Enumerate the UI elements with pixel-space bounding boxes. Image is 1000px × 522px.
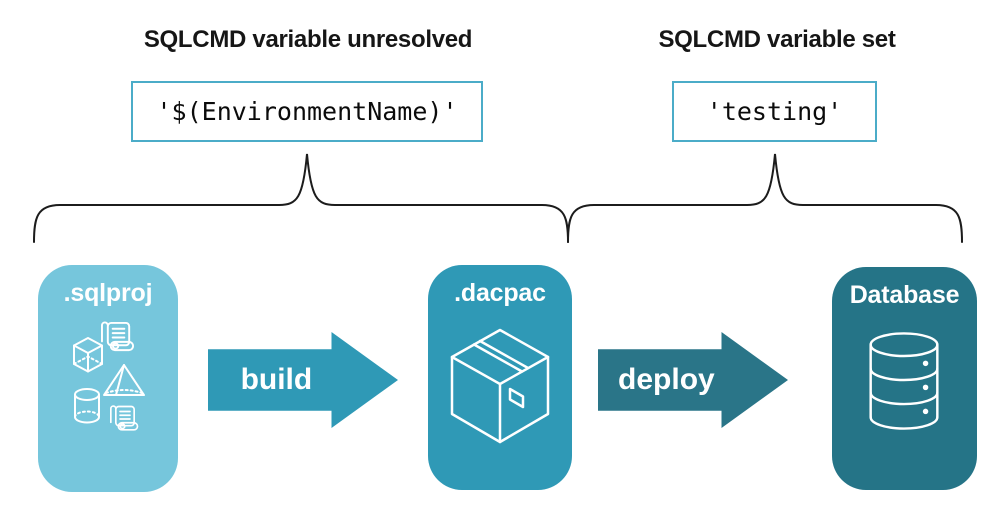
build-arrow: build — [208, 332, 398, 428]
scroll-icon — [101, 320, 136, 355]
sqlproj-card-label: .sqlproj — [63, 279, 153, 307]
package-icon — [448, 327, 552, 445]
code-box-testing-value: 'testing' — [672, 81, 877, 142]
dacpac-card: .dacpac — [428, 265, 572, 490]
brace-right-icon — [567, 153, 963, 243]
heading-sqlcmd-set: SQLCMD variable set — [658, 26, 896, 53]
scroll-icon — [110, 404, 140, 434]
sqlproj-card: .sqlproj — [38, 265, 178, 492]
cube-icon — [67, 335, 109, 377]
build-arrow-label: build — [240, 363, 313, 396]
code-environment-variable: '$(EnvironmentName)' — [156, 97, 458, 126]
deploy-arrow: deploy — [598, 332, 788, 428]
cylinder-icon — [72, 387, 102, 425]
database-icon — [866, 331, 942, 431]
brace-left-icon — [33, 153, 569, 243]
heading-sqlcmd-unresolved: SQLCMD variable unresolved — [143, 26, 473, 53]
dacpac-card-label: .dacpac — [454, 279, 546, 307]
database-card: Database — [832, 267, 977, 490]
code-box-environment-variable: '$(EnvironmentName)' — [131, 81, 483, 142]
database-card-label: Database — [849, 281, 960, 309]
code-testing-value: 'testing' — [706, 97, 843, 126]
pyramid-icon — [101, 362, 147, 400]
deploy-arrow-label: deploy — [618, 363, 715, 396]
